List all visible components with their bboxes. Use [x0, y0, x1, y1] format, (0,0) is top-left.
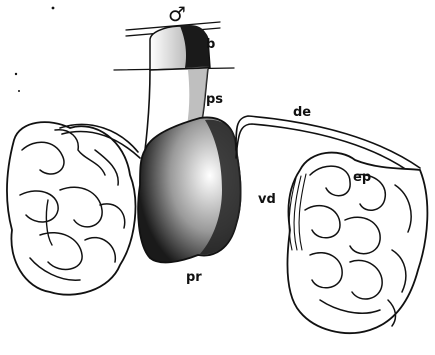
- speck: [18, 90, 20, 92]
- label-pr: pr: [186, 270, 202, 285]
- speck: [15, 73, 17, 75]
- label-b: b: [206, 37, 215, 52]
- label-de: de: [293, 105, 311, 120]
- left-coiled-organ: [7, 122, 136, 295]
- label-vd: vd: [258, 192, 276, 207]
- label-male-symbol: ♂: [168, 2, 186, 26]
- label-ps: ps: [206, 92, 223, 107]
- speck: [52, 7, 55, 10]
- label-ep: ep: [353, 170, 371, 185]
